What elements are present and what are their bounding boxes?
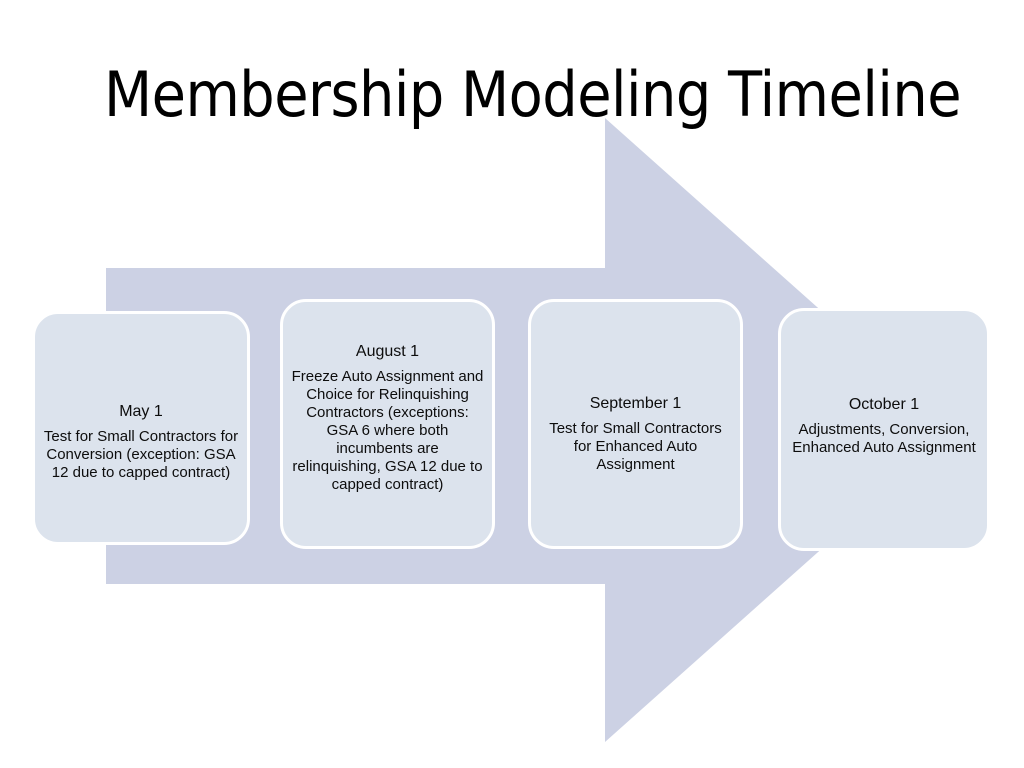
milestone-card-september-1[interactable]: September 1 Test for Small Contractors f… — [528, 299, 743, 549]
milestone-date: May 1 — [119, 403, 163, 420]
milestone-date: October 1 — [848, 395, 920, 413]
milestone-description: Freeze Auto Assignment and Choice for Re… — [291, 368, 484, 493]
page-title: Membership Modeling Timeline — [104, 58, 962, 131]
milestone-description: Adjustments, Conversion, Enhanced Auto A… — [792, 420, 976, 456]
milestone-content: May 1 Test for Small Contractors for Con… — [43, 402, 239, 482]
milestone-description: Test for Small Contractors for Enhanced … — [549, 420, 722, 473]
milestone-description: Test for Small Contractors for Conversio… — [43, 428, 239, 481]
milestone-content: August 1 Freeze Auto Assignment and Choi… — [291, 342, 484, 494]
milestone-date: August 1 — [355, 343, 420, 360]
milestone-card-august-1[interactable]: August 1 Freeze Auto Assignment and Choi… — [280, 299, 495, 549]
milestone-card-october-1[interactable]: October 1 Adjustments, Conversion, Enhan… — [778, 308, 990, 551]
milestone-card-may-1[interactable]: May 1 Test for Small Contractors for Con… — [32, 311, 250, 545]
milestone-content: October 1 Adjustments, Conversion, Enhan… — [789, 395, 979, 457]
milestone-date: September 1 — [589, 395, 682, 412]
milestone-content: September 1 Test for Small Contractors f… — [539, 394, 732, 474]
